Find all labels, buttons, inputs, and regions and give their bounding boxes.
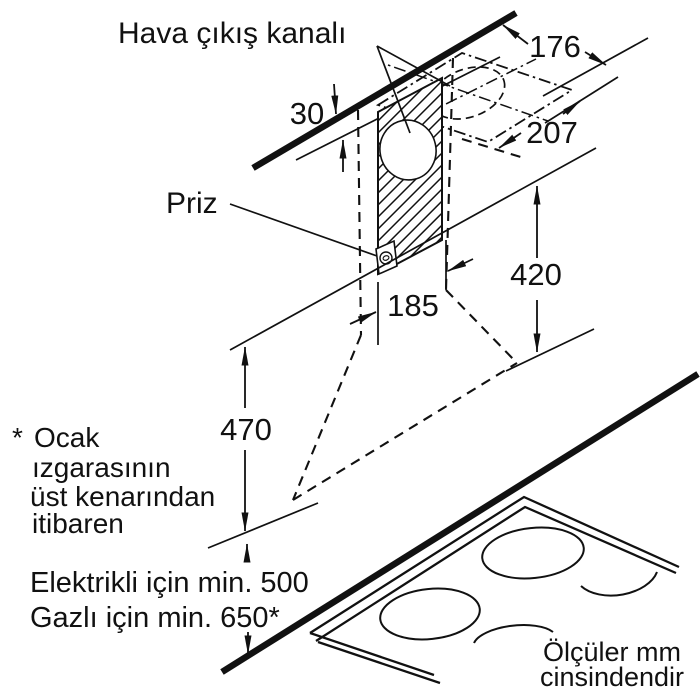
dim-176-value: 176 — [529, 29, 581, 64]
socket-leader-line — [229, 203, 378, 257]
duct-hole — [379, 119, 437, 181]
dim-420-extension-bottom — [505, 328, 595, 372]
footnote-marker: * — [12, 422, 23, 453]
units-note-line-2: cinsindendir — [540, 662, 684, 692]
hob-inner-edge — [315, 505, 677, 642]
hood-dashed-outline — [292, 57, 518, 501]
footnote: * Ocak ızgarasının üst kenarından itibar… — [12, 422, 215, 539]
burner-left — [379, 587, 481, 641]
dimension-mounting-width: 185 — [349, 240, 474, 345]
burner-bottom — [473, 624, 554, 644]
dimension-duct-depth: 207 — [461, 76, 619, 160]
dim-420-value: 420 — [510, 257, 562, 292]
footnote-line-4: itibaren — [32, 508, 124, 539]
dim-207-extension-line — [544, 76, 619, 124]
burner-right — [580, 571, 658, 597]
dimension-min-clearance: Elektrikli için min. 500 Gazlı için min.… — [30, 543, 309, 655]
dim-470-value: 470 — [220, 412, 272, 447]
units-note-line-1: Ölçüler mm — [543, 637, 681, 667]
hob-outer-edge-bottom — [309, 631, 435, 677]
dimension-hood-height: 470 — [207, 346, 319, 549]
footnote-line-2: ızgarasının — [32, 452, 171, 483]
hob — [309, 495, 680, 685]
cooktop-reference-line — [220, 371, 700, 675]
hob-outer-edge — [309, 495, 680, 634]
title-leader-line-1 — [376, 45, 411, 134]
dimension-duct-width: 176 — [502, 24, 649, 97]
dim-207-value: 207 — [526, 115, 578, 150]
dim-185-value: 185 — [387, 288, 439, 323]
ceiling-line — [251, 10, 518, 171]
footnote-line-1: Ocak — [34, 422, 100, 453]
dim-30-value: 30 — [290, 96, 324, 131]
dim-470-reference-bottom — [207, 502, 319, 549]
dim-185-arrow-left — [349, 311, 377, 325]
power-socket-pin — [382, 255, 390, 261]
socket-label: Priz — [166, 187, 218, 220]
duct-centerline-2 — [399, 58, 537, 128]
burner-top — [481, 526, 585, 580]
dim-176-arrow-left — [502, 24, 529, 45]
dimension-ceiling-gap: 30 — [290, 83, 347, 172]
clearance-electric-text: Elektrikli için min. 500 — [30, 567, 309, 599]
dim-185-arrow-right — [447, 258, 474, 272]
clearance-gas-text: Gazlı için min. 650* — [30, 602, 280, 634]
dimension-chimney-height: 420 — [505, 185, 595, 372]
dim-176-extension-line — [542, 37, 649, 97]
dim-30-arrow-down — [331, 83, 339, 115]
dim-207-arrow-left — [498, 132, 522, 149]
wall-bottom-edge-line — [229, 147, 597, 351]
hob-inner-edge-bottom — [317, 640, 441, 685]
diagram-title: Hava çıkış kanalı — [118, 17, 346, 50]
units-note: Ölçüler mm cinsindendir — [540, 637, 684, 692]
dim-207-dashed-edge — [461, 137, 525, 160]
footnote-line-3: üst kenarından — [30, 481, 215, 512]
title-leader-line-2 — [376, 45, 451, 87]
